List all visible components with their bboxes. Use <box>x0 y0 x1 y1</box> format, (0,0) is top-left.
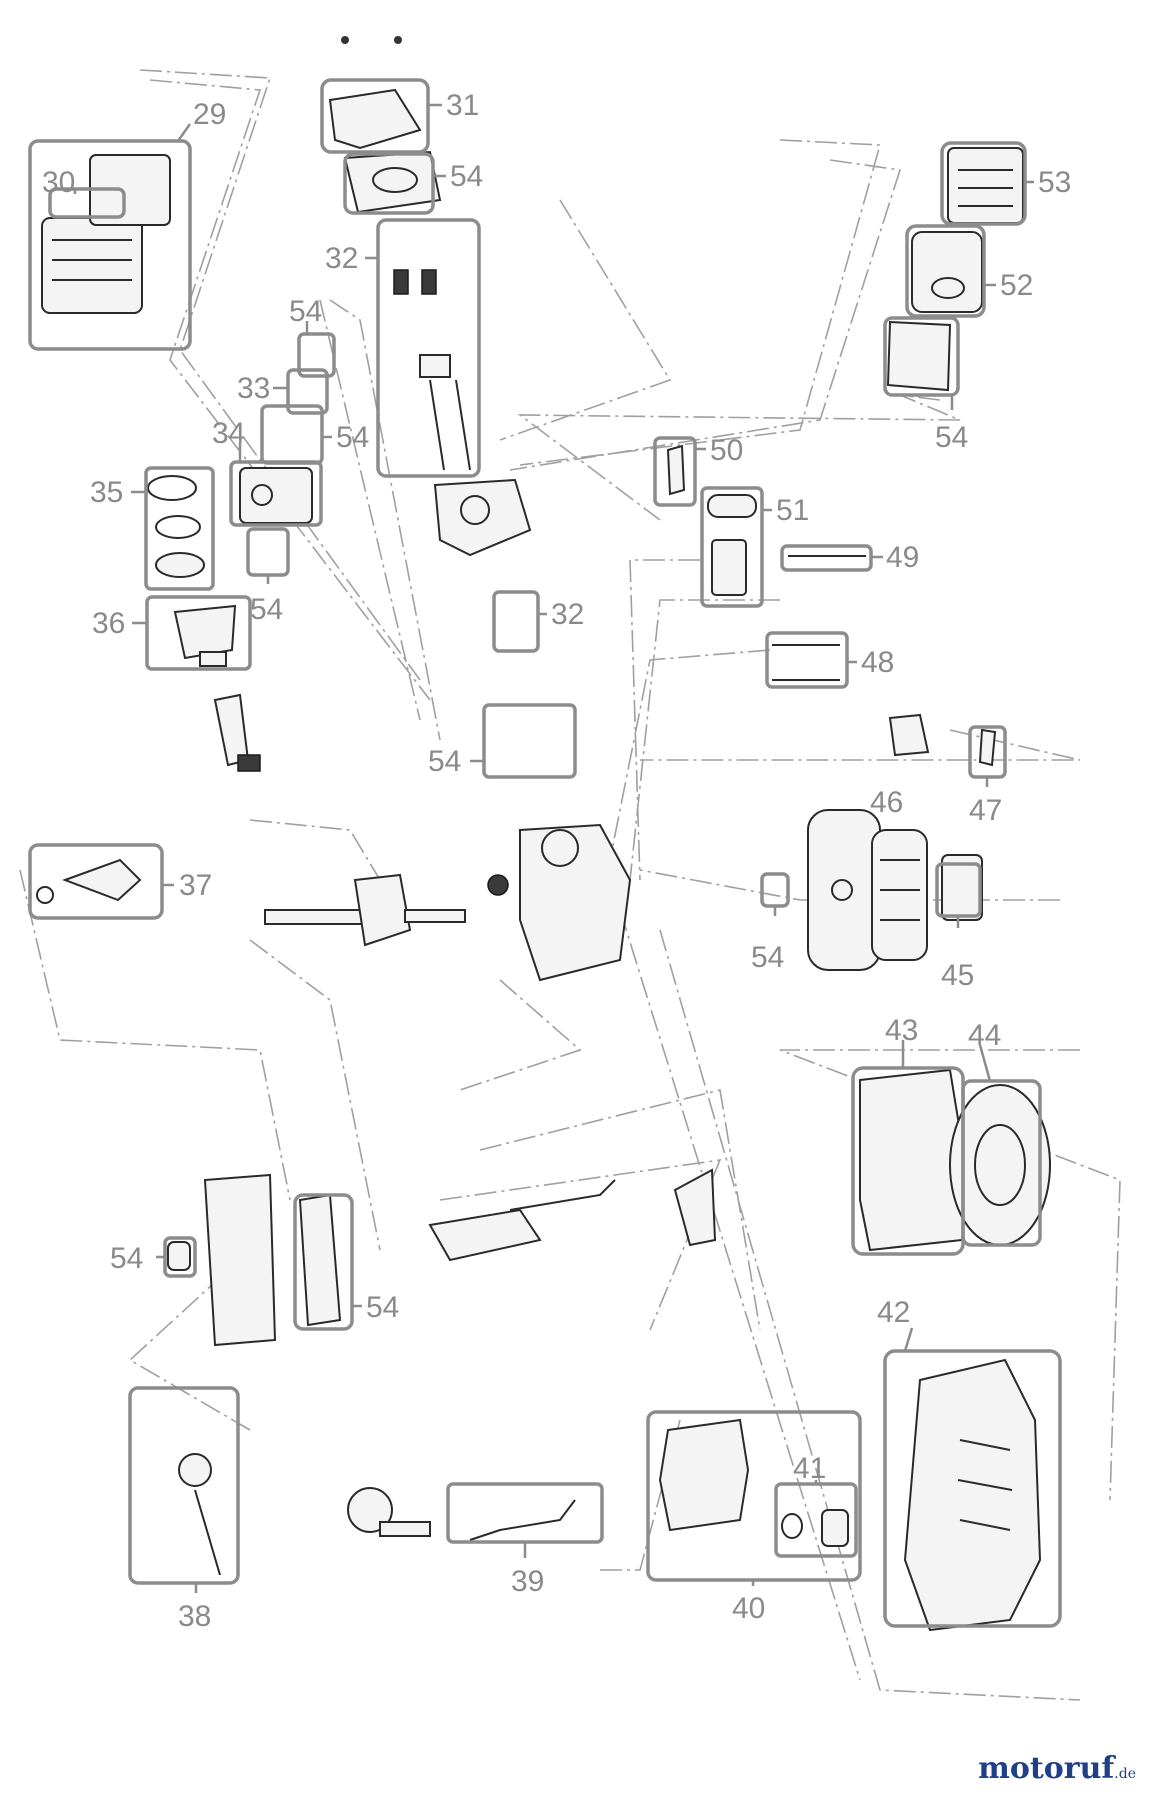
label-54-head-gasket: 54 <box>428 745 461 778</box>
label-46: 46 <box>870 786 903 819</box>
label-51: 51 <box>776 494 809 527</box>
crankcase-gasket-part <box>298 1193 342 1327</box>
camshaft-part <box>347 1487 431 1537</box>
label-36: 36 <box>92 607 125 640</box>
label-32-valve-train: 32 <box>325 242 358 275</box>
label-42: 42 <box>877 1296 910 1329</box>
piston-rings-part <box>147 475 205 578</box>
label-33: 33 <box>237 372 270 405</box>
reference-number-labels: 29 30 31 54 32 53 52 54 54 33 54 34 35 5… <box>42 89 1071 1633</box>
label-38: 38 <box>178 1600 211 1633</box>
label-54-oil-seal: 54 <box>751 941 784 974</box>
label-32-valves: 32 <box>551 598 584 631</box>
muffler-gasket-part <box>886 320 952 392</box>
motoruf-watermark: motoruf.de <box>978 1751 1136 1786</box>
muffler-part <box>911 231 983 313</box>
label-54-valve-cover-gasket: 54 <box>450 160 483 193</box>
piston-part <box>173 604 237 667</box>
ignition-bracket-part <box>888 713 997 767</box>
label-54-intake-gasket: 54 <box>250 593 283 626</box>
engine-shroud-part <box>903 1358 1042 1632</box>
label-37: 37 <box>179 869 212 902</box>
valve-rocker-set-part <box>393 269 471 471</box>
valve-cover-part <box>328 36 422 150</box>
throttle-link-part <box>469 1499 576 1541</box>
label-49: 49 <box>886 541 919 574</box>
label-31: 31 <box>446 89 479 122</box>
label-54-crankcase-seal: 54 <box>110 1242 143 1275</box>
label-52: 52 <box>1000 269 1033 302</box>
label-54-crankcase-gasket: 54 <box>366 1291 399 1324</box>
fan-part <box>871 829 928 961</box>
label-48: 48 <box>861 646 894 679</box>
label-53: 53 <box>1038 166 1071 199</box>
fuel-tank-part <box>658 1418 750 1532</box>
cylinder-head-part <box>433 478 532 557</box>
callout-leader-lines <box>73 103 1034 1593</box>
label-54-muffler-gasket: 54 <box>935 421 968 454</box>
crankcase-cover-part <box>167 1173 277 1347</box>
watermark-suffix: .de <box>1114 1766 1136 1782</box>
label-40: 40 <box>732 1592 765 1625</box>
carburetor-part <box>239 467 313 524</box>
engine-block-part <box>487 823 632 982</box>
fuel-cap-part <box>781 1509 849 1547</box>
label-45: 45 <box>941 959 974 992</box>
recoil-starter-part <box>949 1084 1051 1246</box>
muffler-shield-part <box>947 147 1024 224</box>
label-34: 34 <box>212 417 245 450</box>
flywheel-part <box>807 809 881 971</box>
ignition-coil-part <box>707 494 757 596</box>
assembly-guide-lines <box>19 69 1121 1701</box>
spark-plug-part <box>666 444 686 496</box>
watermark-main: motoruf <box>978 1751 1115 1786</box>
governor-part <box>178 1453 221 1576</box>
starter-cup-part <box>941 854 983 921</box>
base-bracket-part <box>428 1168 717 1262</box>
label-44: 44 <box>968 1019 1001 1052</box>
fuel-tap-part <box>36 858 142 904</box>
callout-frames <box>28 78 1062 1628</box>
label-41: 41 <box>793 1452 826 1485</box>
connecting-rod-part <box>213 693 261 772</box>
label-43: 43 <box>885 1014 918 1047</box>
label-39: 39 <box>511 1565 544 1598</box>
label-29: 29 <box>193 98 226 131</box>
cylinder-head-gasket-part <box>343 150 442 214</box>
crankshaft-part <box>264 873 466 947</box>
label-54-insulator: 54 <box>289 295 322 328</box>
label-50: 50 <box>710 434 743 467</box>
stud-bolts-part <box>772 555 866 681</box>
label-30: 30 <box>42 166 75 199</box>
label-35: 35 <box>90 476 123 509</box>
label-47: 47 <box>969 794 1002 827</box>
label-54-carb-gasket: 54 <box>336 421 369 454</box>
